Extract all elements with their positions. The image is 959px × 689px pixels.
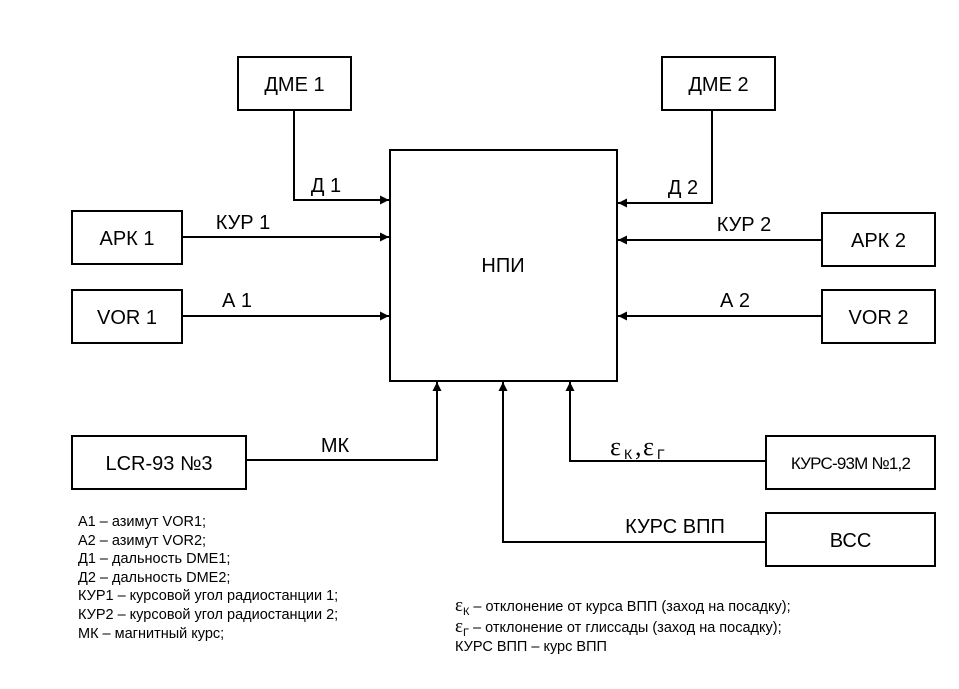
a2-signal-label: А 2 [720, 290, 750, 312]
kurs93-label: КУРС-93М №1,2 [791, 454, 911, 473]
legend-deviations: εК – отклонение от курса ВПП (заход на п… [455, 595, 791, 657]
kur2-signal-label: КУР 2 [717, 214, 772, 236]
dme2-label: ДМЕ 2 [688, 74, 748, 96]
legend-item-eps-g: εГ – отклонение от глиссады (заход на по… [455, 615, 791, 639]
legend-item: А2 – азимут VOR2; [78, 532, 207, 549]
npi-block [389, 149, 618, 382]
eps-k-symbol: ε [610, 432, 621, 461]
eps-symbol: ε [455, 595, 463, 616]
legend-item: Д1 – дальность DME1; [78, 551, 231, 568]
legend-text: – отклонение от курса ВПП (заход на поса… [469, 599, 791, 615]
npi-label: НПИ [481, 255, 524, 277]
legend-item-eps-k: εК – отклонение от курса ВПП (заход на п… [455, 595, 791, 618]
eps-connector [565, 382, 766, 462]
vss-block [765, 512, 936, 567]
legend-text: – отклонение от глиссады (заход на посад… [468, 619, 782, 636]
legend-item: КУР2 – курсовой угол радиостанции 2; [78, 606, 339, 623]
a1-signal-label: А 1 [222, 290, 252, 312]
ark1-label: АРК 1 [99, 228, 154, 250]
d1-signal-label: Д 1 [311, 175, 341, 197]
d2-connector [618, 110, 713, 208]
d1-connector [293, 110, 389, 205]
vor2-label: VOR 2 [848, 307, 908, 329]
d2-signal-label: Д 2 [668, 177, 698, 199]
dme2-block [661, 56, 776, 111]
vss-label: ВСС [830, 530, 872, 552]
kurs-vpp-connector [498, 382, 766, 543]
eps-subscript: К [462, 606, 470, 618]
ark2-label: АРК 2 [851, 230, 906, 252]
lcr-block [71, 435, 247, 490]
eps-g-subscript: Г [657, 446, 665, 462]
eps-g-symbol: ε [643, 432, 654, 461]
vor1-block [71, 289, 183, 344]
mk-connector [246, 382, 442, 461]
ark1-block [71, 210, 183, 265]
eps-signal-label: ε К , ε Г [610, 432, 665, 462]
eps-k-subscript: К [624, 446, 633, 462]
mk-signal-label: МК [321, 435, 350, 457]
legend-item: КУР1 – курсовой угол радиостанции 1; [78, 588, 339, 605]
ark2-block [821, 212, 936, 267]
legend-abbreviations: А1 – азимут VOR1; А2 – азимут VOR2; Д1 –… [78, 513, 338, 643]
legend-item: МК – магнитный курс; [78, 625, 225, 642]
eps-symbol: ε [455, 615, 463, 637]
eps-subscript: Г [462, 626, 469, 639]
legend-item: Д2 – дальность DME2; [78, 569, 231, 586]
vor2-block [821, 289, 936, 344]
kurs93-block [765, 435, 936, 490]
eps-separator: , [635, 432, 642, 461]
lcr-label: LCR-93 №3 [105, 453, 212, 475]
legend-item-kurs-vpp: КУРС ВПП – курс ВПП [455, 639, 607, 656]
legend-item: А1 – азимут VOR1; [78, 514, 207, 530]
kur1-signal-label: КУР 1 [216, 212, 271, 234]
dme1-label: ДМЕ 1 [264, 74, 324, 96]
vor1-label: VOR 1 [97, 307, 157, 329]
kurs-vpp-signal-label: КУРС ВПП [625, 516, 725, 538]
